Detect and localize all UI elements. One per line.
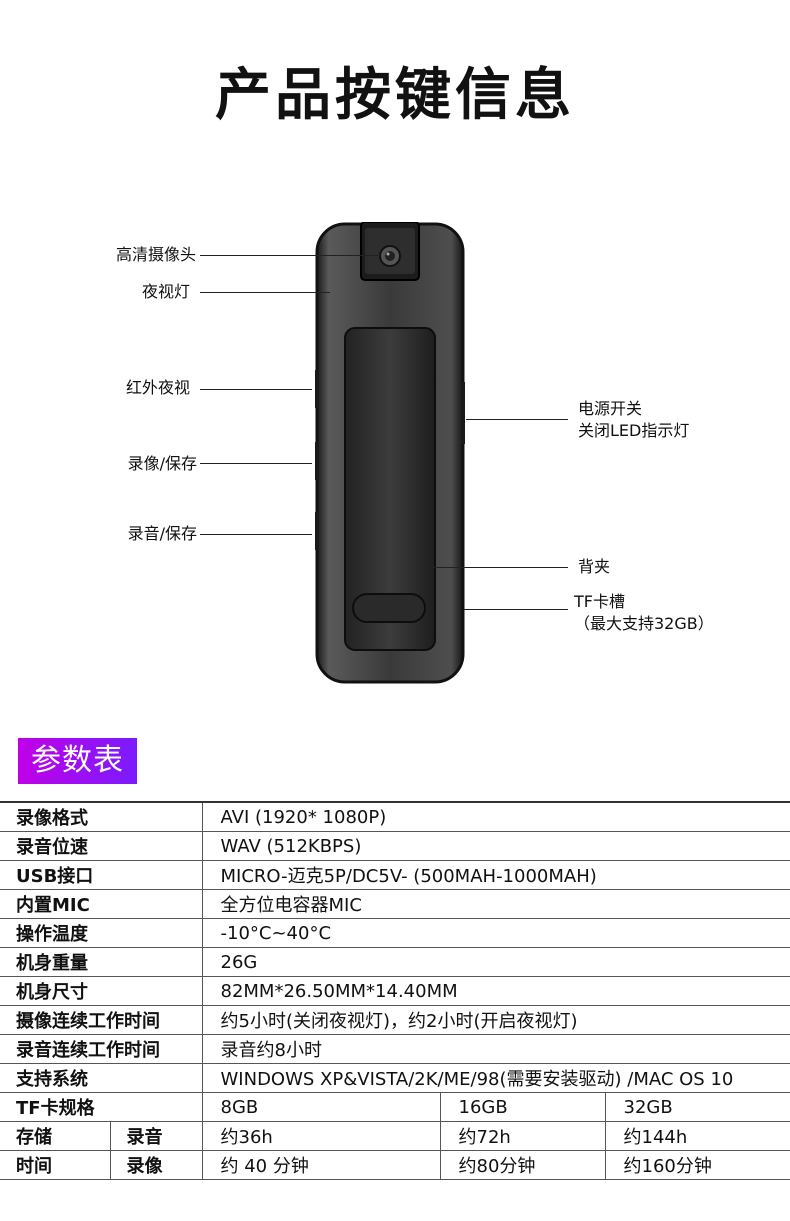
page-title: 产品按键信息 — [215, 63, 575, 128]
spec-key: 支持系统 — [0, 1063, 203, 1093]
table-row: 时间录像约 40 分钟约80分钟约160分钟 — [0, 1150, 790, 1180]
callout-tf-line2: （最大支持32GB） — [574, 614, 714, 633]
spec-key: 机身重量 — [0, 947, 203, 977]
storage-audio-cell: 约72h — [439, 1121, 606, 1151]
spec-value: 全方位电容器MIC — [201, 889, 790, 919]
callout-power-line2: 关闭LED指示灯 — [578, 421, 690, 440]
callout-camera: 高清摄像头 — [115, 245, 196, 264]
spec-value: WINDOWS XP&VISTA/2K/ME/98(需要安装驱动) /MAC O… — [201, 1063, 790, 1093]
callout-tf-slot: TF卡槽 （最大支持32GB） — [574, 591, 714, 635]
callout-night-light: 夜视灯 — [141, 282, 190, 301]
table-row: 摄像连续工作时间约5小时(关闭夜视灯)，约2小时(开启夜视灯) — [0, 1005, 790, 1035]
callout-power: 电源开关 关闭LED指示灯 — [578, 398, 689, 442]
spec-value: 录音约8小时 — [201, 1034, 790, 1064]
storage-video-cell: 约 40 分钟 — [201, 1150, 441, 1180]
leader-camera — [200, 255, 380, 256]
tf-capacity-cell: 32GB — [604, 1092, 790, 1122]
spec-key: 机身尺寸 — [0, 976, 203, 1006]
storage-label-bottom: 时间 — [0, 1150, 111, 1180]
leader-back-clip — [428, 567, 568, 568]
spec-key: 摄像连续工作时间 — [0, 1005, 203, 1035]
storage-label-top: 存储 — [0, 1121, 111, 1151]
tf-capacity-cell: 8GB — [201, 1092, 441, 1122]
callout-record-audio: 录音/保存 — [127, 524, 197, 543]
spec-key: 录像格式 — [0, 801, 203, 832]
spec-value: WAV (512KBPS) — [201, 831, 790, 861]
leader-record-audio — [200, 534, 312, 535]
spec-value: -10°C~40°C — [201, 918, 790, 948]
callout-back-clip: 背夹 — [578, 557, 611, 576]
spec-value: AVI (1920* 1080P) — [201, 801, 790, 832]
callout-tf-line1: TF卡槽 — [574, 592, 625, 611]
spec-key: 内置MIC — [0, 889, 203, 919]
spec-value: 约5小时(关闭夜视灯)，约2小时(开启夜视灯) — [201, 1005, 790, 1035]
spec-value: 26G — [201, 947, 790, 977]
tf-capacity-cell: 16GB — [439, 1092, 606, 1122]
spec-key: USB接口 — [0, 860, 203, 890]
leader-record-video — [200, 463, 312, 464]
recorder-device-image — [315, 222, 465, 684]
leader-night-light — [200, 292, 330, 293]
spec-value: 82MM*26.50MM*14.40MM — [201, 976, 790, 1006]
leader-tf-slot — [464, 609, 568, 610]
spec-value: MICRO-迈克5P/DC5V- (500MAH-1000MAH) — [201, 860, 790, 890]
callout-infrared: 红外夜视 — [125, 378, 190, 397]
storage-video-label: 录像 — [109, 1150, 203, 1180]
spec-key: 录音位速 — [0, 831, 203, 861]
spec-key: 录音连续工作时间 — [0, 1034, 203, 1064]
storage-audio-label: 录音 — [109, 1121, 203, 1151]
callout-power-line1: 电源开关 — [578, 399, 643, 418]
storage-video-cell: 约80分钟 — [439, 1150, 606, 1180]
table-row: 录音连续工作时间录音约8小时 — [0, 1034, 790, 1064]
storage-audio-cell: 约36h — [201, 1121, 441, 1151]
storage-video-cell: 约160分钟 — [604, 1150, 790, 1180]
table-row: 操作温度-10°C~40°C — [0, 918, 790, 948]
storage-audio-cell: 约144h — [604, 1121, 790, 1151]
leader-power — [466, 419, 568, 420]
section-badge-params: 参数表 — [18, 738, 137, 784]
spec-key: 操作温度 — [0, 918, 203, 948]
spec-key: TF卡规格 — [0, 1092, 203, 1122]
leader-infrared — [200, 389, 312, 390]
callout-record-video: 录像/保存 — [127, 454, 197, 473]
